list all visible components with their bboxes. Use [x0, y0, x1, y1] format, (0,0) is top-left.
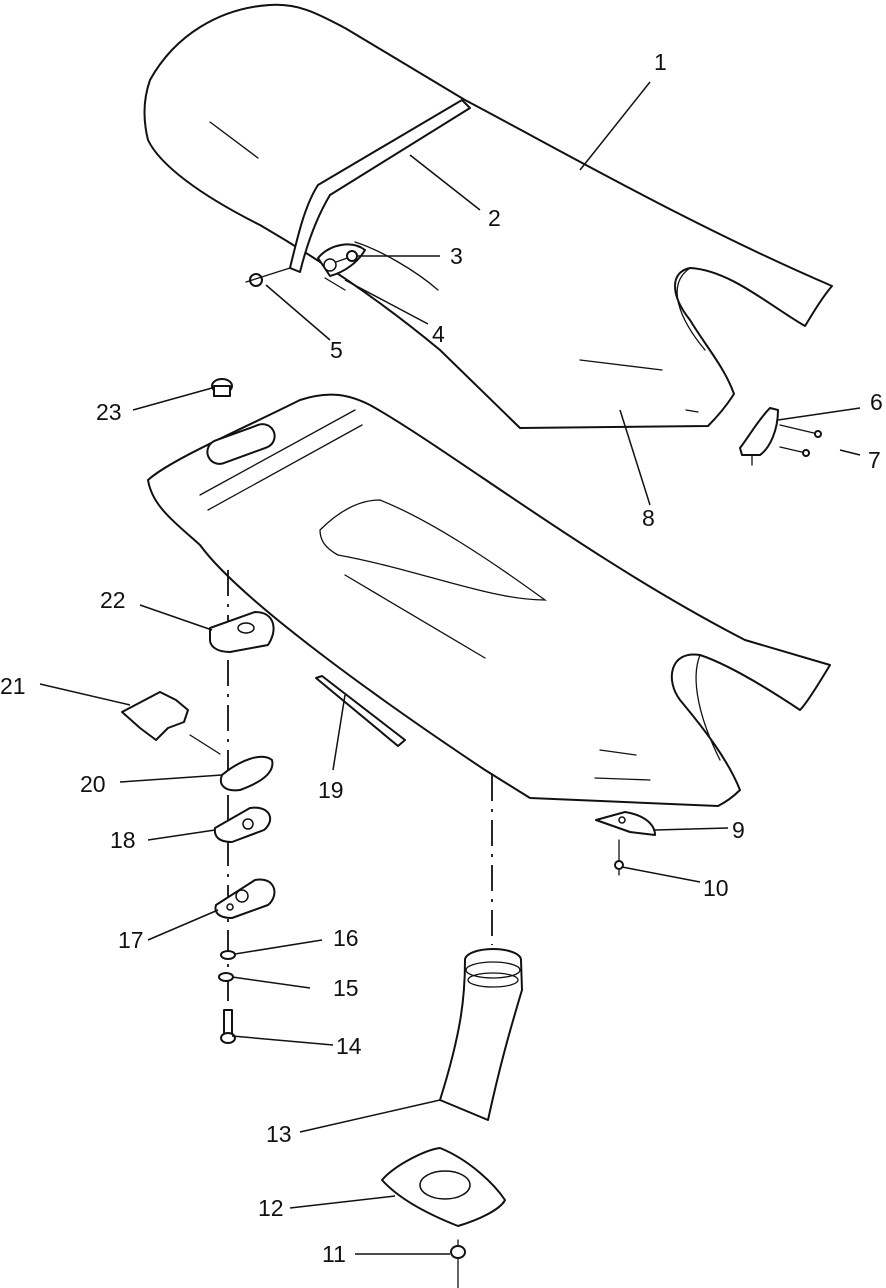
callout-13: 13 — [266, 1121, 292, 1147]
callout-16: 16 — [333, 925, 359, 951]
callout-14: 14 — [336, 1033, 362, 1059]
callout-3: 3 — [450, 243, 463, 269]
callout-18: 18 — [110, 827, 136, 853]
leader-lines — [39, 81, 861, 1255]
callout-15: 15 — [333, 975, 359, 1001]
grommet — [211, 378, 233, 397]
callout-21: 21 — [0, 673, 26, 699]
callout-4: 4 — [432, 321, 445, 347]
hinge-clip — [739, 407, 822, 466]
gasket-plate — [381, 1147, 506, 1288]
callout-5: 5 — [330, 337, 343, 363]
callout-11: 11 — [322, 1241, 346, 1267]
callout-7: 7 — [868, 447, 881, 473]
latch-assembly — [121, 570, 276, 1044]
rear-bracket — [595, 811, 656, 876]
callout-labels: 1 2 3 4 5 6 7 8 9 10 11 12 13 14 15 16 1… — [0, 49, 883, 1267]
callout-10: 10 — [703, 875, 729, 901]
callout-17: 17 — [118, 927, 144, 953]
seat-strap — [289, 99, 471, 273]
callout-1: 1 — [654, 49, 667, 75]
callout-9: 9 — [732, 817, 745, 843]
callout-23: 23 — [96, 399, 122, 425]
strap-hardware — [245, 243, 366, 291]
fill-tube — [439, 775, 523, 1121]
callout-20: 20 — [80, 771, 106, 797]
callout-22: 22 — [100, 587, 126, 613]
seat-base-pan — [147, 393, 831, 807]
callout-2: 2 — [488, 205, 501, 231]
trim-strip — [315, 675, 406, 747]
callout-8: 8 — [642, 505, 655, 531]
callout-19: 19 — [318, 777, 344, 803]
callout-6: 6 — [870, 389, 883, 415]
callout-12: 12 — [258, 1195, 284, 1221]
seat-cushion — [143, 3, 833, 429]
